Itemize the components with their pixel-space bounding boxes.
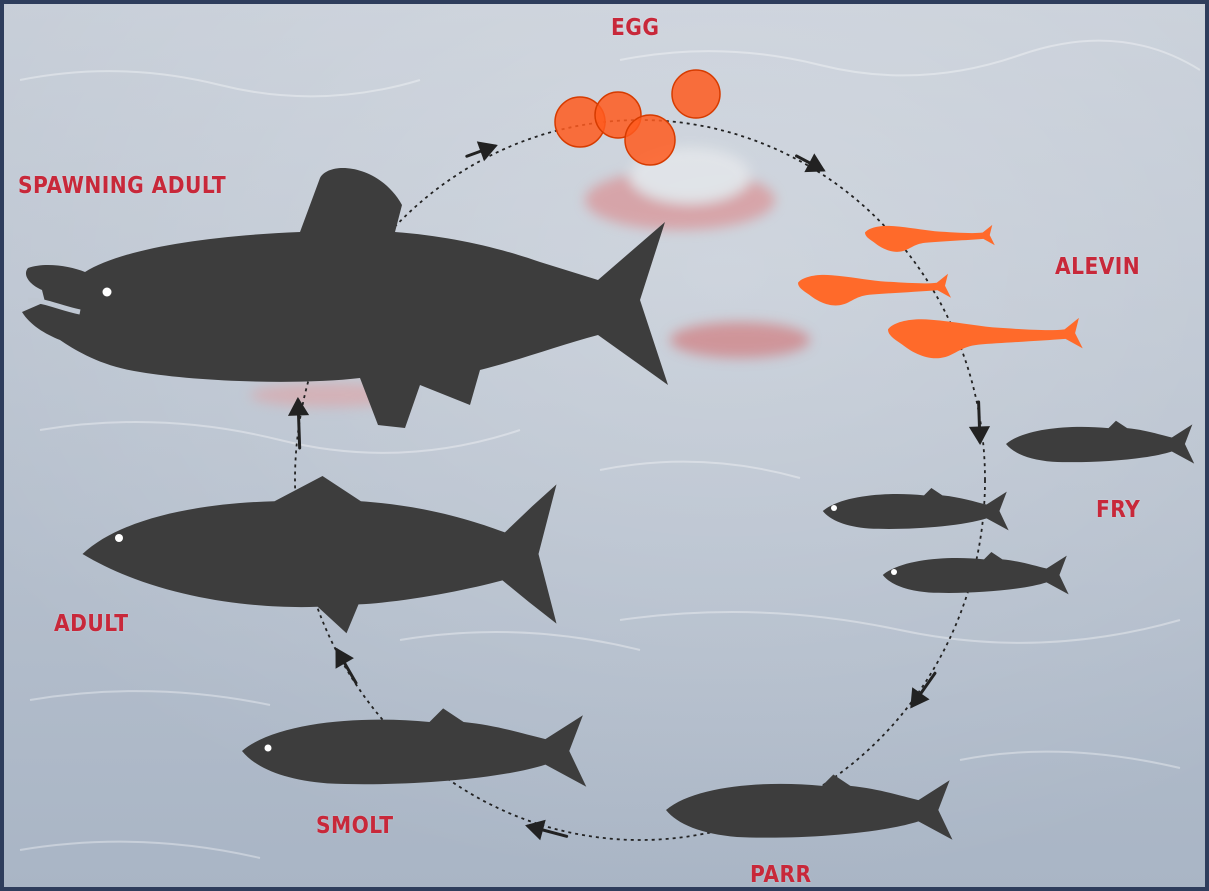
stage-label-adult: ADULT	[54, 611, 128, 637]
egg-icon	[625, 115, 675, 165]
stage-label-alevin: ALEVIN	[1055, 254, 1140, 280]
stage-label-parr: PARR	[750, 862, 812, 888]
egg-icon	[672, 70, 720, 118]
stage-label-spawning-adult: SPAWNING ADULT	[18, 173, 226, 199]
stage-label-fry: FRY	[1096, 497, 1140, 523]
stage-label-smolt: SMOLT	[316, 813, 393, 839]
stage-label-egg: EGG	[611, 15, 659, 41]
